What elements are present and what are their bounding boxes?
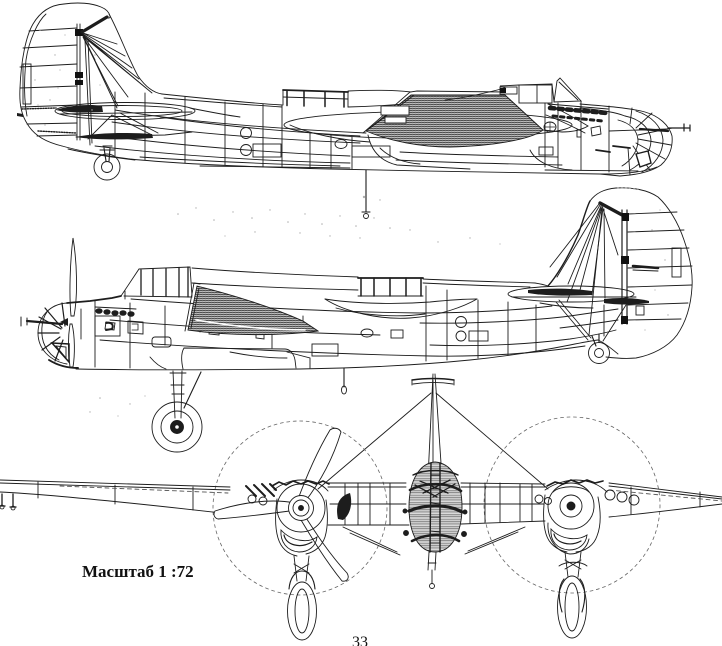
svg-text:33: 33 bbox=[352, 634, 368, 646]
svg-text:Масштаб 1 :72: Масштаб 1 :72 bbox=[82, 562, 194, 581]
